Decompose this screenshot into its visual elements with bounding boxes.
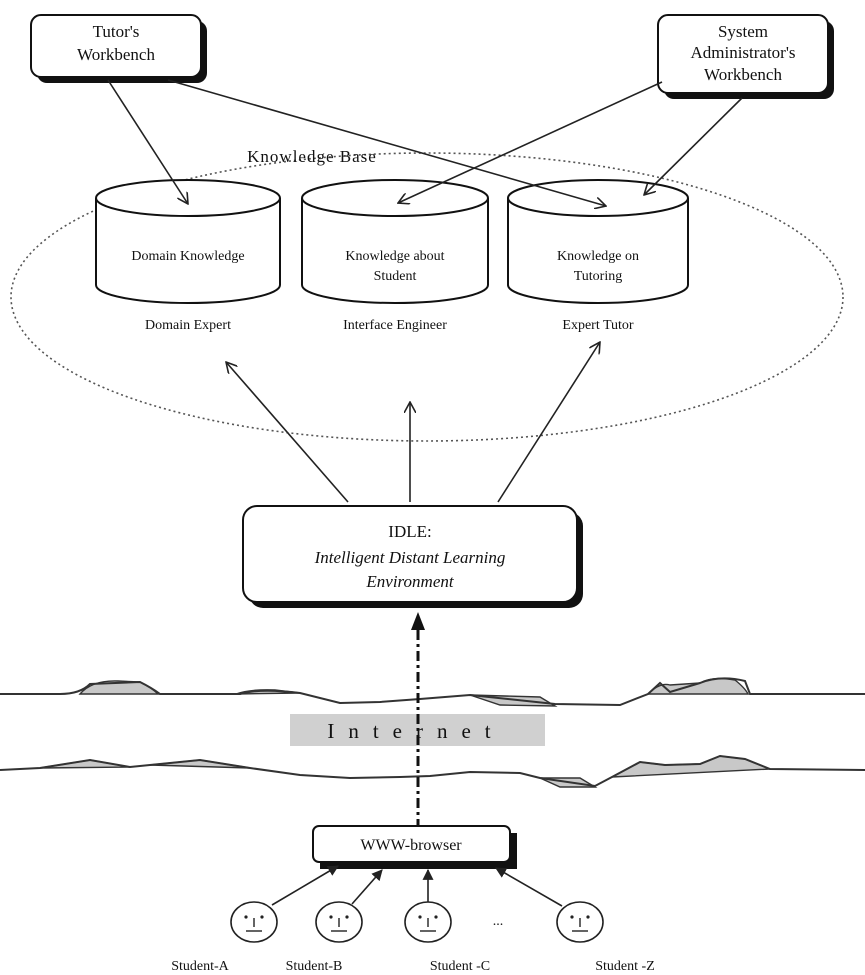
idle-subtitle-line2: Environment [365, 572, 454, 591]
www-browser-box: WWW-browser [312, 825, 517, 869]
expert-tutor-caption: Expert Tutor [562, 318, 634, 333]
tutors-workbench-box: Tutor's Workbench [30, 14, 207, 83]
arrow-student-b-to-browser [351, 869, 383, 905]
arrow-tutor-to-tutoring [167, 79, 606, 206]
admin-workbench-line3: Workbench [704, 65, 782, 84]
idle-subtitle-line1: Intelligent Distant Learning [314, 548, 506, 567]
connection-arrowhead-up [411, 612, 425, 630]
arrow-idle-to-domain-expert [226, 362, 349, 503]
knowledge-about-student-label-2: Student [374, 269, 417, 284]
admin-workbench-box: System Administrator's Workbench [657, 14, 834, 99]
tutors-workbench-line1: Tutor's [93, 22, 140, 41]
student-face-b [315, 901, 363, 943]
arrow-admin-to-tutoring [644, 97, 743, 195]
student-z-label: Student -Z [595, 959, 655, 974]
admin-workbench-line1: System [718, 22, 768, 41]
arrow-admin-to-student [398, 81, 663, 203]
knowledge-about-student-label: Knowledge about [345, 249, 444, 264]
tutors-workbench-line2: Workbench [77, 45, 155, 64]
admin-workbench-line2: Administrator's [690, 43, 795, 62]
internet-band: Internet [0, 677, 865, 788]
internet-label: Internet [327, 719, 504, 743]
idle-box: IDLE: Intelligent Distant Learning Envir… [242, 505, 583, 608]
interface-engineer-caption: Interface Engineer [343, 318, 447, 333]
domain-expert-caption: Domain Expert [145, 318, 231, 333]
student-face-a [230, 901, 278, 943]
arrow-student-a-to-browser [271, 865, 339, 906]
knowledge-base-label: Knowledge Base [247, 147, 377, 166]
knowledge-base-ellipse [10, 152, 844, 442]
www-browser-label: WWW-browser [360, 837, 462, 854]
arrow-tutor-to-domain [107, 79, 188, 204]
knowledge-about-student-cylinder: Knowledge about Student Interface Engine… [301, 179, 489, 333]
students-ellipsis: ... [493, 914, 504, 929]
student-c-label: Student -C [430, 959, 490, 974]
arrow-student-z-to-browser [495, 867, 563, 907]
idle-title: IDLE: [388, 522, 431, 541]
arrow-idle-to-expert-tutor [497, 342, 600, 503]
domain-knowledge-label: Domain Knowledge [131, 249, 244, 264]
knowledge-on-tutoring-label: Knowledge on [557, 249, 639, 264]
student-a-label: Student-A [171, 959, 229, 974]
student-face-z [556, 901, 604, 943]
student-face-c [404, 901, 452, 943]
student-b-label: Student-B [286, 959, 343, 974]
knowledge-on-tutoring-label-2: Tutoring [574, 269, 623, 284]
